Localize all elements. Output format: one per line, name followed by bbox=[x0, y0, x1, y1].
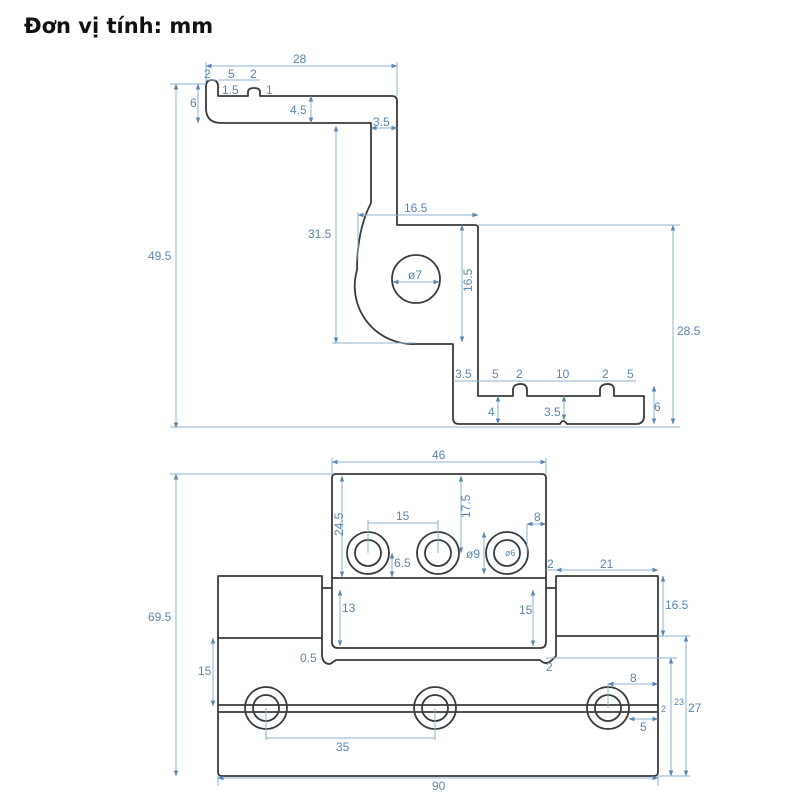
lower-body bbox=[217, 575, 659, 777]
dim-hole-to-knuckle: 6.5 bbox=[394, 556, 411, 570]
dim-groove-gap: 5 bbox=[228, 67, 235, 81]
dim-lip-right: 2 bbox=[250, 67, 257, 81]
dim-seg-2b: 2 bbox=[602, 367, 609, 381]
dim-bottom-lip-height: 6 bbox=[654, 400, 661, 414]
pin-hole-profile bbox=[391, 254, 441, 304]
dim-overall-width-front: 90 bbox=[432, 779, 446, 793]
unit-title: Đơn vị tính: mm bbox=[24, 14, 214, 38]
dim-counterbore: ø9 bbox=[466, 547, 480, 561]
dim-hole-pitch: 15 bbox=[396, 509, 410, 523]
upper-leaf bbox=[331, 473, 547, 578]
dim-seg-5a: 5 bbox=[492, 367, 499, 381]
dim-lower-height-inner: 23 bbox=[674, 697, 684, 707]
dim-hole-edge-lower: 8 bbox=[630, 671, 637, 685]
dim-knuckle-inner-right: 15 bbox=[519, 603, 533, 617]
dim-hole-offset-top: 17.5 bbox=[459, 494, 473, 518]
dim-gap: 2 bbox=[547, 557, 554, 571]
dim-overall-height-front: 69.5 bbox=[148, 610, 172, 624]
dim-leaf-height: 24.5 bbox=[332, 512, 346, 536]
dim-pin-hole: ø7 bbox=[408, 268, 422, 282]
front-dimensions: 46 24.5 15 17.5 8 6.5 ø9 ø6 2 21 16.5 69… bbox=[148, 448, 702, 793]
dim-knuckle-vertical: 16.5 bbox=[461, 268, 475, 292]
knuckle-center bbox=[321, 588, 557, 665]
dim-bottom-wall: 3.5 bbox=[455, 367, 472, 381]
dim-gap-bottom: 2 bbox=[546, 660, 553, 674]
dim-side-height: 16.5 bbox=[665, 598, 689, 612]
dim-overall-height: 49.5 bbox=[148, 249, 172, 263]
knuckle-inner bbox=[331, 588, 547, 649]
dim-lower-height: 27 bbox=[688, 701, 702, 715]
dim-lip-height: 6 bbox=[190, 96, 197, 110]
profile-view bbox=[205, 79, 645, 425]
upper-hole-3 bbox=[493, 539, 521, 567]
dim-wall-thickness: 3.5 bbox=[373, 115, 390, 129]
dim-top-flange: 4.5 bbox=[290, 103, 307, 117]
dim-seg-2a: 2 bbox=[516, 367, 523, 381]
dim-leaf-width: 46 bbox=[432, 448, 446, 462]
dim-knuckle-inner: 13 bbox=[342, 601, 356, 615]
dim-overall-width: 28 bbox=[293, 52, 307, 66]
dim-bottom-notch: 3.5 bbox=[544, 405, 561, 419]
dim-lip-left: 2 bbox=[204, 67, 211, 81]
front-view bbox=[217, 473, 659, 777]
dim-seg-10: 10 bbox=[556, 367, 570, 381]
profile-dimensions: 28 2 5 2 1.5 1 6 4.5 3.5 49.5 31.5 16.5 … bbox=[148, 52, 701, 429]
dim-groove-depth: 1.5 bbox=[222, 83, 239, 97]
dim-slot-length: 5 bbox=[640, 720, 647, 734]
profile-shape bbox=[205, 79, 645, 425]
dim-seg-5b: 5 bbox=[627, 367, 634, 381]
dim-knuckle-height: 31.5 bbox=[308, 227, 332, 241]
dim-slot-width: 2 bbox=[661, 704, 666, 714]
dim-hole: ø6 bbox=[505, 548, 516, 558]
dim-clearance: 0.5 bbox=[300, 651, 317, 665]
dim-right-height: 28.5 bbox=[677, 324, 701, 338]
dim-knuckle-width: 16.5 bbox=[404, 201, 428, 215]
dim-small-step: 1 bbox=[266, 83, 273, 97]
dim-lower-upper: 15 bbox=[198, 664, 212, 678]
dim-hole-edge-offset: 8 bbox=[534, 510, 541, 524]
dim-bottom-thickness: 4 bbox=[488, 405, 495, 419]
dim-hole-pitch-lower: 35 bbox=[336, 740, 350, 754]
dim-side-width: 21 bbox=[600, 557, 614, 571]
